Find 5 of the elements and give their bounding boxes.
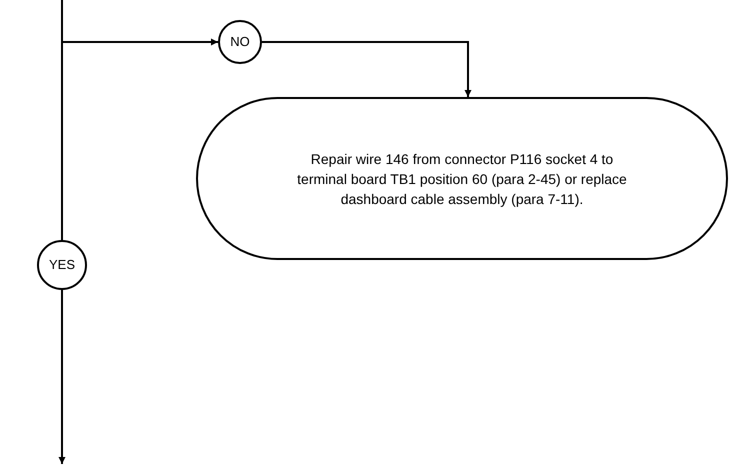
node-text: Repair wire 146 from connector P116 socket 4 to terminal board TB1 position 60 (para 2-45) or replace dashboard cable assembly (para 7-11). bbox=[296, 150, 628, 208]
connector-arrow bbox=[58, 290, 66, 464]
connector-arrow bbox=[262, 41, 472, 97]
node-text: NO bbox=[230, 33, 250, 52]
node-text: YES bbox=[48, 256, 75, 274]
